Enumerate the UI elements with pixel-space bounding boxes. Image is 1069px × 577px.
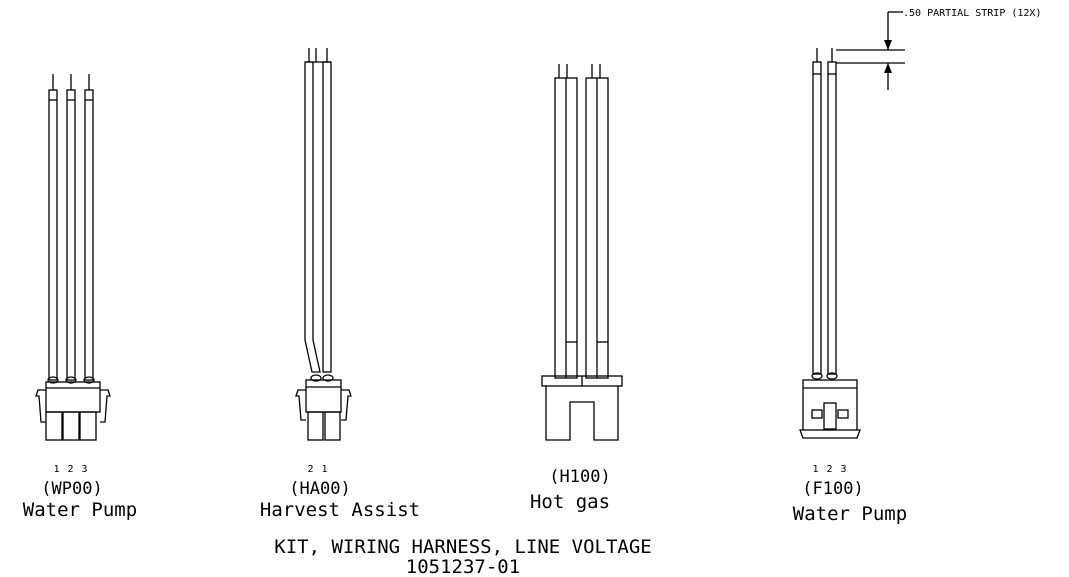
harness-name: Hot gas — [530, 491, 610, 513]
wire-bundle — [48, 74, 94, 381]
drawing-title: KIT, WIRING HARNESS, LINE VOLTAGE 105123… — [274, 536, 652, 577]
connector-housing — [541, 375, 623, 441]
connector-code: (H100) — [549, 467, 610, 487]
pin-numbers: 1 2 3 — [53, 464, 88, 475]
harness-f100: 1 2 3 (F100) Water Pump — [793, 48, 907, 525]
connector-code: (F100) — [802, 479, 863, 499]
connector-housing — [35, 376, 111, 441]
connector-code: (WP00) — [41, 479, 102, 499]
harness-ha00: 2 1 (HA00) Harvest Assist — [260, 48, 420, 521]
title-line1: KIT, WIRING HARNESS, LINE VOLTAGE — [274, 536, 652, 558]
connector-housing — [295, 374, 352, 441]
wire-bundle — [304, 48, 332, 373]
harness-wp00: 1 2 3 (WP00) Water Pump — [23, 74, 137, 521]
pin-numbers: 1 2 3 — [812, 464, 847, 475]
wire-bundle — [812, 48, 837, 375]
pin-numbers: 2 1 — [307, 464, 328, 475]
connector-code: (HA00) — [289, 479, 350, 499]
connector-housing — [799, 372, 861, 439]
harness-h100: (H100) Hot gas — [530, 64, 623, 513]
harness-name: Harvest Assist — [260, 499, 420, 521]
harness-name: Water Pump — [23, 499, 137, 521]
partial-strip-dimension: .50 PARTIAL STRIP (12X) — [836, 8, 1041, 90]
dimension-note: .50 PARTIAL STRIP (12X) — [903, 8, 1041, 19]
harness-name: Water Pump — [793, 503, 907, 525]
part-number: 1051237-01 — [406, 556, 520, 577]
wire-bundle — [554, 64, 609, 379]
